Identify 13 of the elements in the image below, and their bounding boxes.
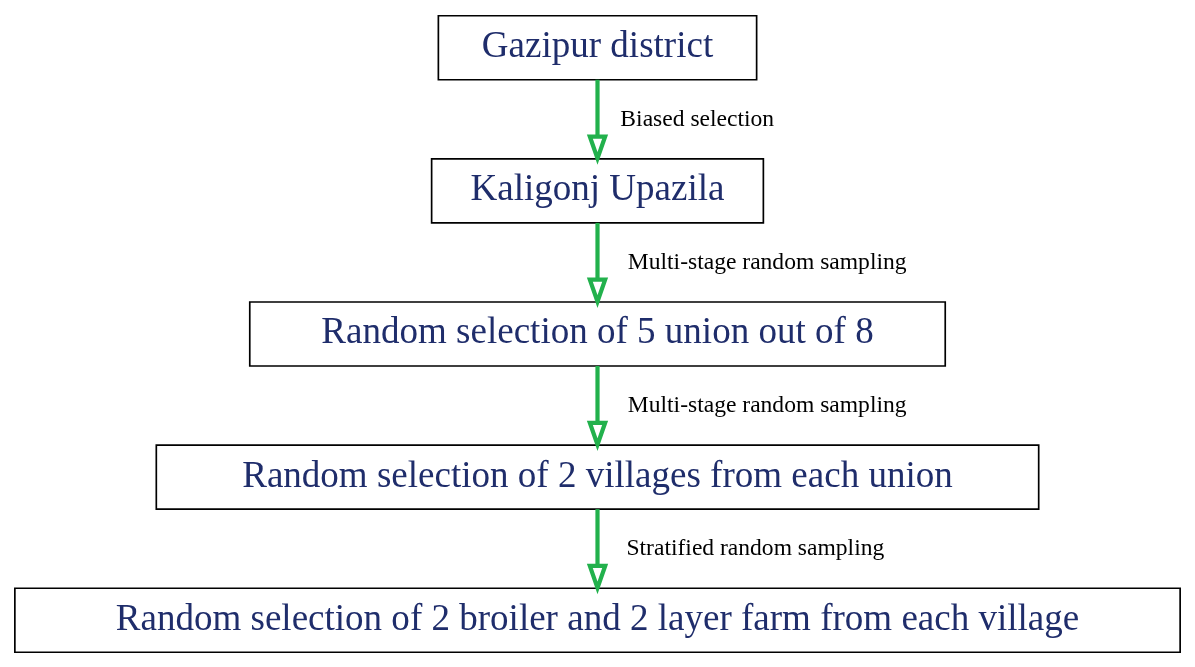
node-box: Kaligonj Upazila (430, 157, 765, 224)
edge-label: Biased selection (620, 104, 775, 131)
arrow (586, 222, 609, 308)
edge-label: Multi-stage random sampling (627, 390, 907, 417)
node-box: Random selection of 2 villages from each union (155, 443, 1040, 510)
arrow (586, 79, 609, 165)
edge-label: Stratified random sampling (626, 533, 885, 560)
edge-label: Multi-stage random sampling (627, 247, 907, 274)
arrow (586, 508, 609, 594)
node-box: Random selection of 5 union out of 8 (248, 300, 947, 367)
node-box: Gazipur district (437, 14, 758, 81)
arrow (586, 365, 609, 451)
node-box: Random selection of 2 broiler and 2 layer farm from each village (14, 586, 1181, 653)
